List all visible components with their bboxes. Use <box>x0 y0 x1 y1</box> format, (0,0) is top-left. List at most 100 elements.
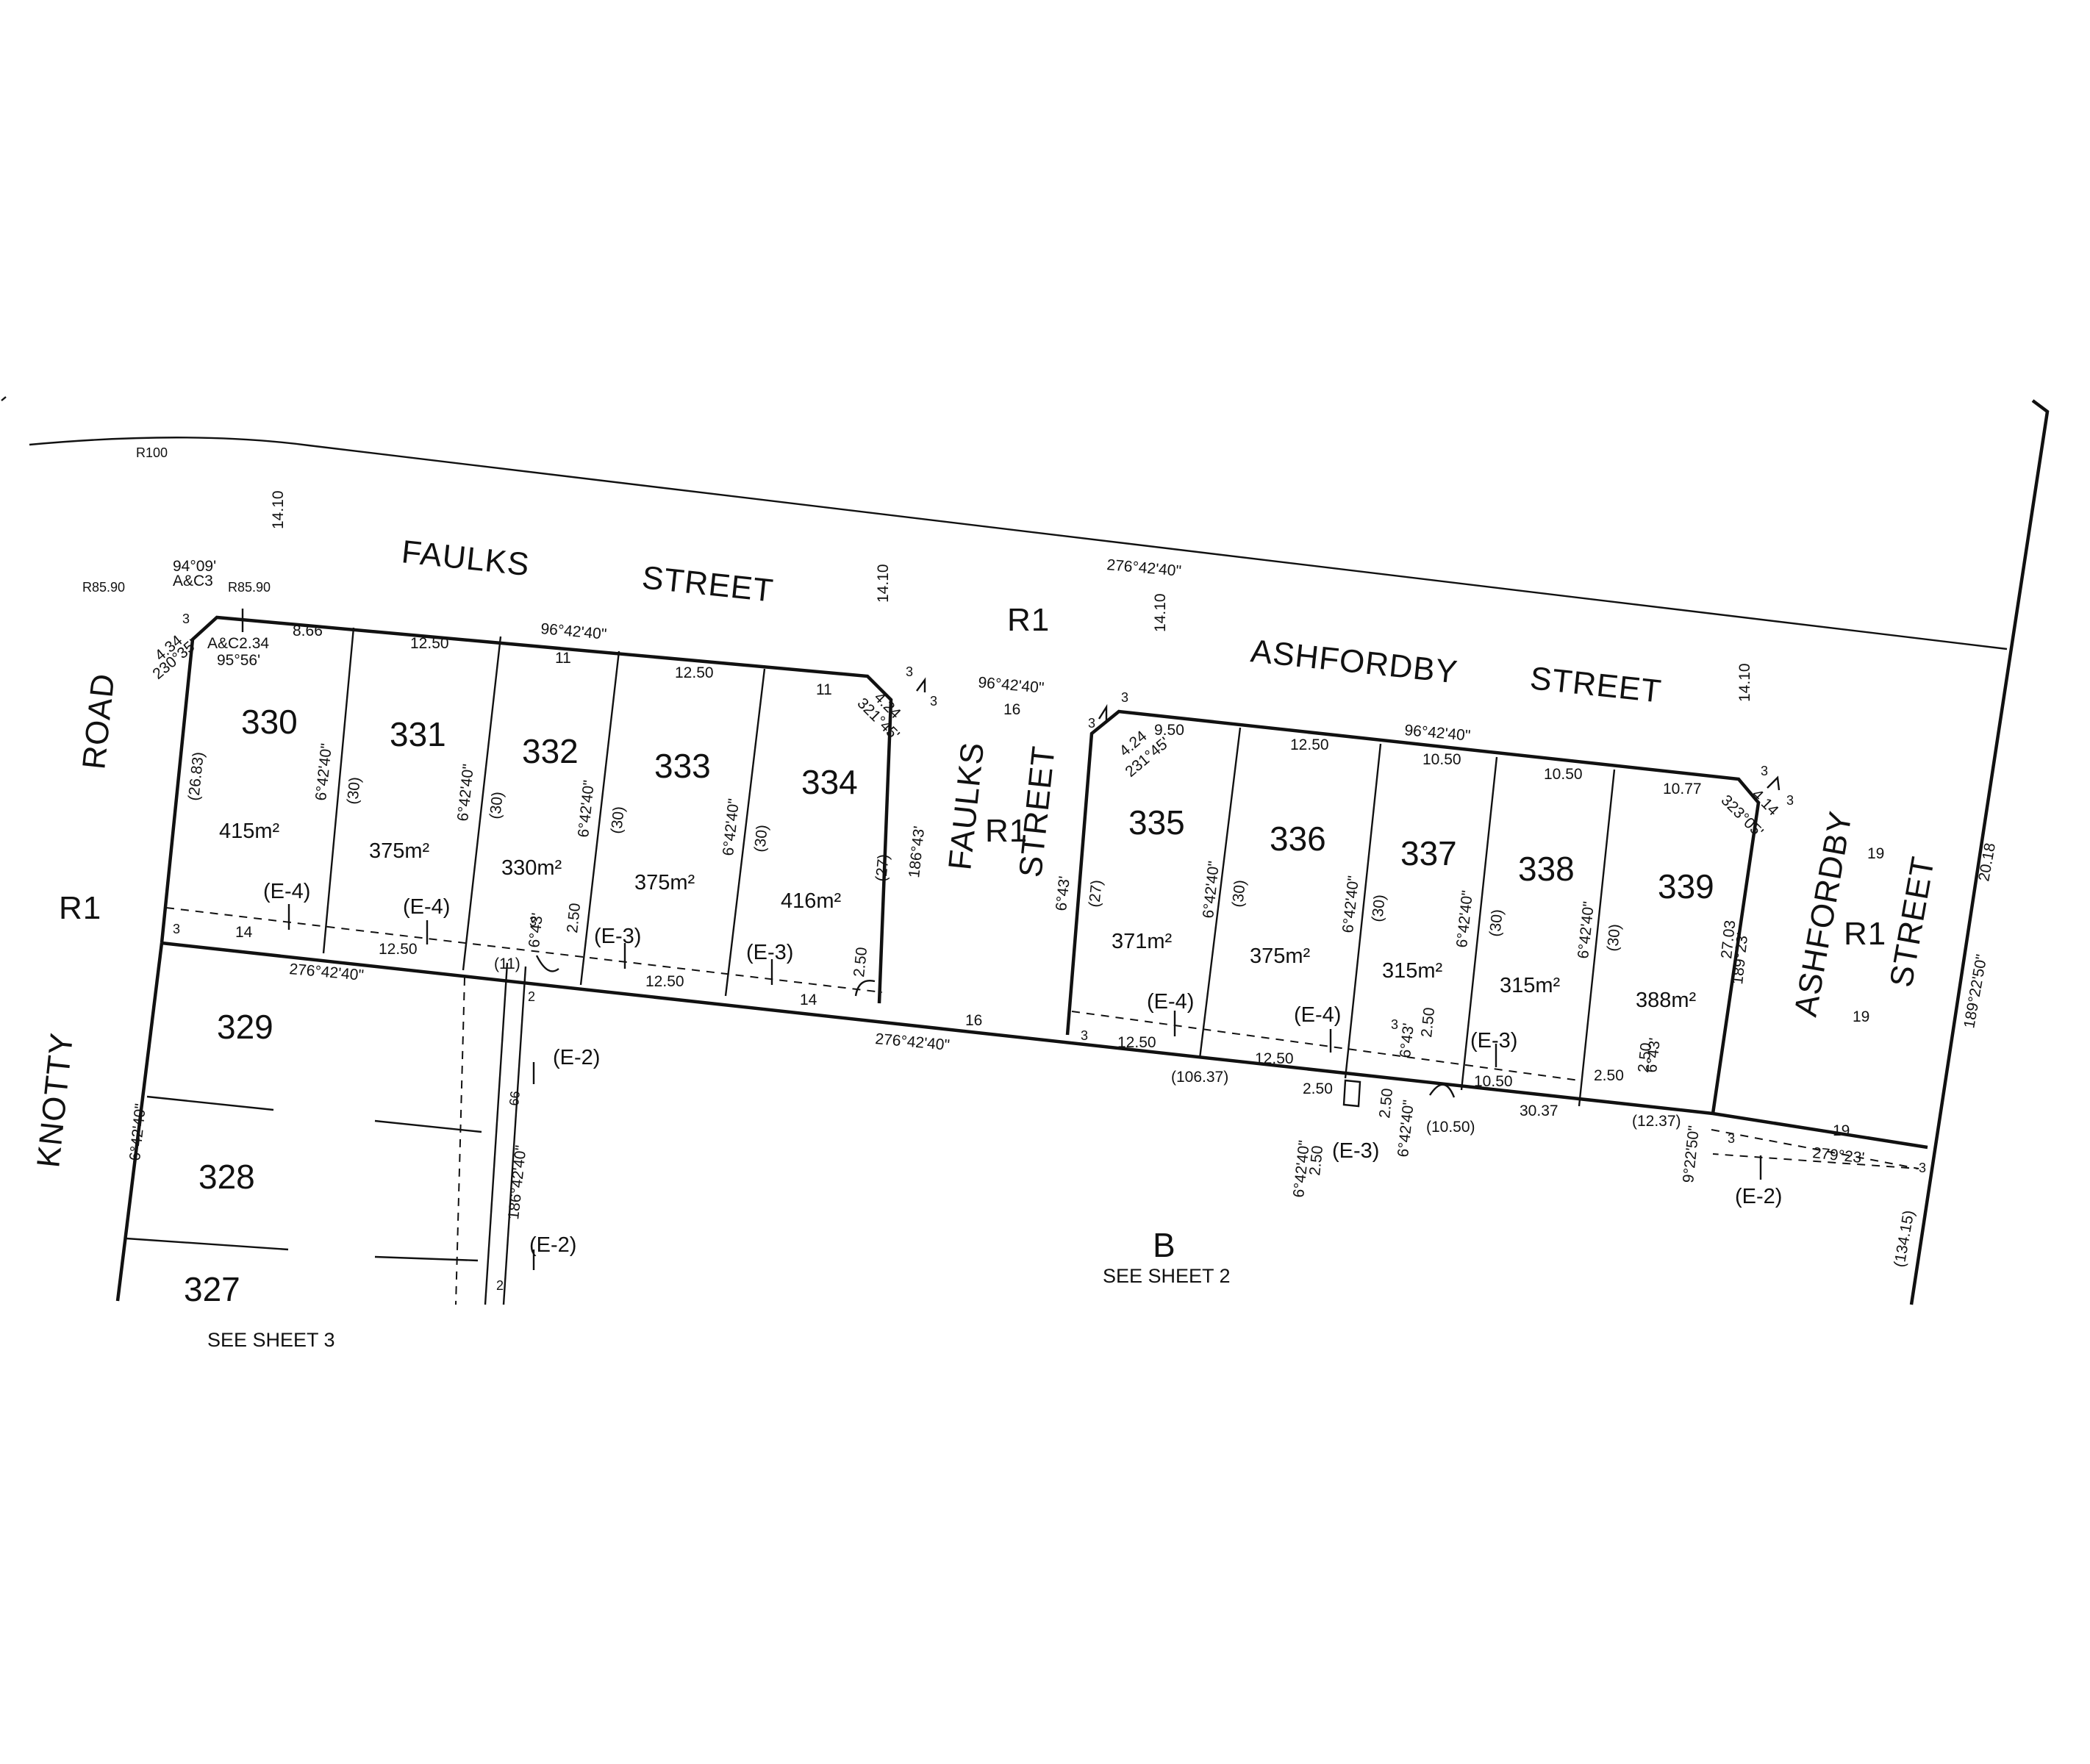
distance: 11 <box>816 681 832 698</box>
easement-label: (E-2) <box>529 1233 576 1257</box>
lot-area: 330m² <box>501 856 562 880</box>
lot-area: 315m² <box>1382 959 1443 983</box>
distance: A&C2.34 <box>207 635 269 652</box>
easement-arc-334 <box>854 980 876 997</box>
lot-number: 336 <box>1270 820 1326 858</box>
distance: 2.50 <box>1418 1006 1438 1038</box>
distance: 3 <box>1081 1028 1088 1043</box>
lot-line-337-338 <box>1460 756 1498 1091</box>
bearing: 6°42'40" <box>1339 875 1362 933</box>
distance: 16 <box>965 1012 982 1029</box>
distance: (134.15) <box>1891 1209 1917 1269</box>
faulks-street-north-boundary <box>29 437 2008 650</box>
lot-line-329-east-inner <box>502 966 527 1305</box>
adjacent-lot-number: 328 <box>198 1158 255 1196</box>
bearing: 186°42'40" <box>505 1144 529 1220</box>
sheet-reference-label: B <box>1153 1226 1175 1264</box>
lot-number: 335 <box>1128 803 1185 842</box>
distance: 27.03 <box>1718 919 1739 960</box>
lot-area: 315m² <box>1500 974 1561 997</box>
lot-number: 332 <box>522 732 579 770</box>
bearing: 279°23' <box>1811 1144 1865 1166</box>
distance: 2.50 <box>564 902 584 933</box>
distance: 4.14 <box>1748 786 1781 819</box>
distance: R100 <box>136 445 168 460</box>
lot-number: 337 <box>1400 834 1457 872</box>
distance: 14.10 <box>875 564 892 603</box>
distance: 2.50 <box>851 946 870 978</box>
distance: (30) <box>344 776 364 806</box>
distance: 3 <box>1919 1161 1926 1175</box>
distance: 2.50 <box>1594 1067 1624 1084</box>
easement-label: (E-3) <box>594 925 641 948</box>
lot-number: 330 <box>241 703 298 741</box>
distance: (30) <box>1604 923 1624 953</box>
easement-label: (E-4) <box>1294 1003 1341 1027</box>
easement-label: (E-4) <box>403 895 450 919</box>
bearing: 186°43' <box>906 825 928 879</box>
lot-line-easement-e2 <box>455 977 465 1305</box>
bearing: 6°43' <box>1643 1037 1664 1074</box>
lot-line-335-336 <box>1198 727 1242 1059</box>
bearing: 6°42'40" <box>1200 860 1223 919</box>
distance: 2.50 <box>1635 1041 1655 1073</box>
easement-label: (E-3) <box>1332 1139 1379 1163</box>
west-boundary <box>115 942 164 1302</box>
north-west-corner-tick <box>1 396 7 401</box>
distance: 2 <box>528 989 535 1004</box>
distance: 3 <box>173 922 180 936</box>
easement-label: (E-4) <box>1147 990 1194 1014</box>
distance: 12.50 <box>1117 1034 1156 1051</box>
distance: 2.50 <box>1376 1087 1396 1119</box>
lot-line-331-332 <box>462 636 502 971</box>
distance: 11 <box>555 650 571 667</box>
distance: 14.10 <box>1152 593 1169 632</box>
distance: 20.18 <box>1975 842 1999 883</box>
distance: 10.50 <box>1422 751 1461 768</box>
lot-area: 415m² <box>219 820 280 843</box>
distance: (106.37) <box>1171 1069 1228 1086</box>
street-name-faulks-vertical-street: STREET <box>1012 744 1062 879</box>
distance: 19 <box>1853 1008 1869 1025</box>
corner-tick-339 <box>1767 775 1781 791</box>
street-name-road: ROAD <box>76 672 121 772</box>
distance: 10.50 <box>1544 766 1583 783</box>
bearing: 6°42'40" <box>454 763 477 822</box>
distance: 30.37 <box>1520 1102 1558 1119</box>
lot-328-outline <box>374 1119 482 1133</box>
distance: A&C3 <box>173 573 213 589</box>
distance: (30) <box>751 824 771 853</box>
distance: 9.50 <box>1154 722 1184 739</box>
street-name-faulks-street: STREET <box>640 559 776 609</box>
bearing: 96°42'40" <box>1404 722 1472 745</box>
distance: 12.50 <box>645 973 684 990</box>
lot-line-336-337 <box>1344 743 1382 1079</box>
distance: 19 <box>1867 845 1884 862</box>
distance: 2 <box>496 1278 504 1293</box>
bearing: 6°43' <box>1397 1022 1417 1059</box>
distance: (30) <box>1369 894 1389 923</box>
lot-327-lower <box>374 1255 479 1262</box>
lot-line-333-334 <box>724 668 766 997</box>
street-name-faulks: FAULKS <box>400 534 532 583</box>
lot-329-outline <box>146 1095 274 1111</box>
distance: 3 <box>1121 690 1128 705</box>
bearing: 6°42'40" <box>1395 1099 1417 1158</box>
street-name-knotty: KNOTTY <box>30 1030 80 1169</box>
distance: 3 <box>182 612 190 626</box>
distance: 2.50 <box>1303 1080 1333 1097</box>
easement-line-335-339 <box>1071 1011 1580 1081</box>
street-name-ashfordby-street: STREET <box>1528 660 1664 710</box>
bearing: 6°43' <box>1053 875 1073 912</box>
distance: 14.10 <box>1736 663 1753 702</box>
distance: 14.10 <box>270 490 287 529</box>
bearing: 276°42'40" <box>875 1030 951 1054</box>
reserve-label-r1-faulks: R1 <box>985 813 1028 849</box>
distance: 3 <box>1391 1017 1398 1032</box>
corner-tick-335 <box>1098 703 1108 720</box>
lots-330-334-outline <box>160 615 893 1004</box>
distance: 3 <box>529 914 537 929</box>
distance: 3 <box>930 694 937 709</box>
lot-number: 333 <box>654 747 711 785</box>
distance: 10.77 <box>1663 781 1702 797</box>
